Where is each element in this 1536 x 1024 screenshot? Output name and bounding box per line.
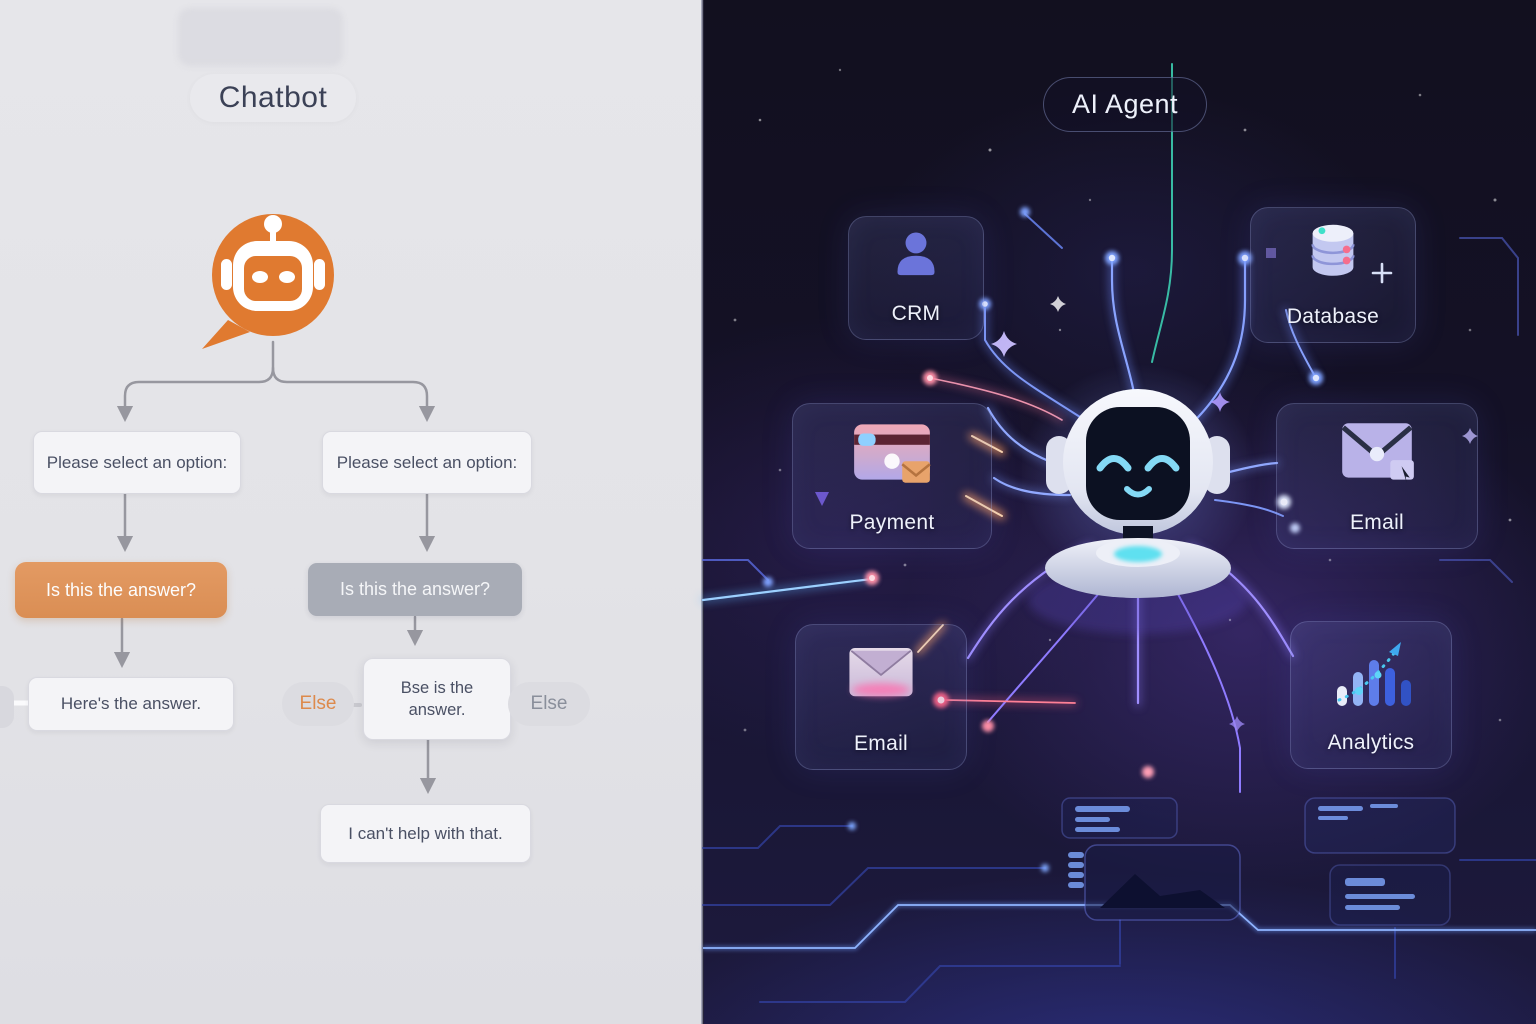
card-label: Database <box>1286 305 1380 328</box>
card-email-bottom: Email <box>795 624 967 770</box>
card-payment: Payment <box>792 403 992 549</box>
background-smudge <box>178 8 343 66</box>
chatbot-title-label: Chatbot <box>218 81 328 114</box>
card-crm: CRM <box>848 216 984 340</box>
flow-node-prompt-right: Please select an option: <box>322 431 532 494</box>
flow-node-fallback: I can't help with that. <box>320 804 531 863</box>
credit-card-icon <box>849 404 935 502</box>
chatbot-title: Chatbot <box>190 74 356 122</box>
user-icon <box>887 217 945 293</box>
envelope-icon <box>1334 404 1420 502</box>
flow-node-prompt-left: Please select an option: <box>33 431 241 494</box>
envelope-icon <box>842 625 920 723</box>
bar-chart-icon <box>1329 622 1413 722</box>
chatbot-panel-background <box>0 0 703 1024</box>
ai-agent-title-label: AI Agent <box>1071 89 1179 119</box>
flow-node-answer: Here's the answer. <box>28 677 234 731</box>
card-label: Email <box>1349 511 1404 534</box>
database-icon <box>1299 208 1367 296</box>
card-label: CRM <box>891 302 941 325</box>
flow-node-question-highlighted: Is this the answer? <box>15 562 227 618</box>
else-label-right: Else <box>508 682 590 726</box>
card-label: Email <box>853 732 908 755</box>
edge-connector-stub <box>0 686 14 728</box>
else-label-left: Else <box>282 682 354 726</box>
ai-agent-title: AI Agent <box>1043 77 1207 132</box>
panel-divider <box>701 0 704 1024</box>
flow-node-question-muted: Is this the answer? <box>308 563 522 616</box>
card-label: Payment <box>849 511 935 534</box>
card-analytics: Analytics <box>1290 621 1452 769</box>
card-label: Analytics <box>1327 731 1415 754</box>
flow-node-else-branch: Bse is the answer. <box>363 658 511 740</box>
card-database: Database <box>1250 207 1416 343</box>
card-email-right: Email <box>1276 403 1478 549</box>
